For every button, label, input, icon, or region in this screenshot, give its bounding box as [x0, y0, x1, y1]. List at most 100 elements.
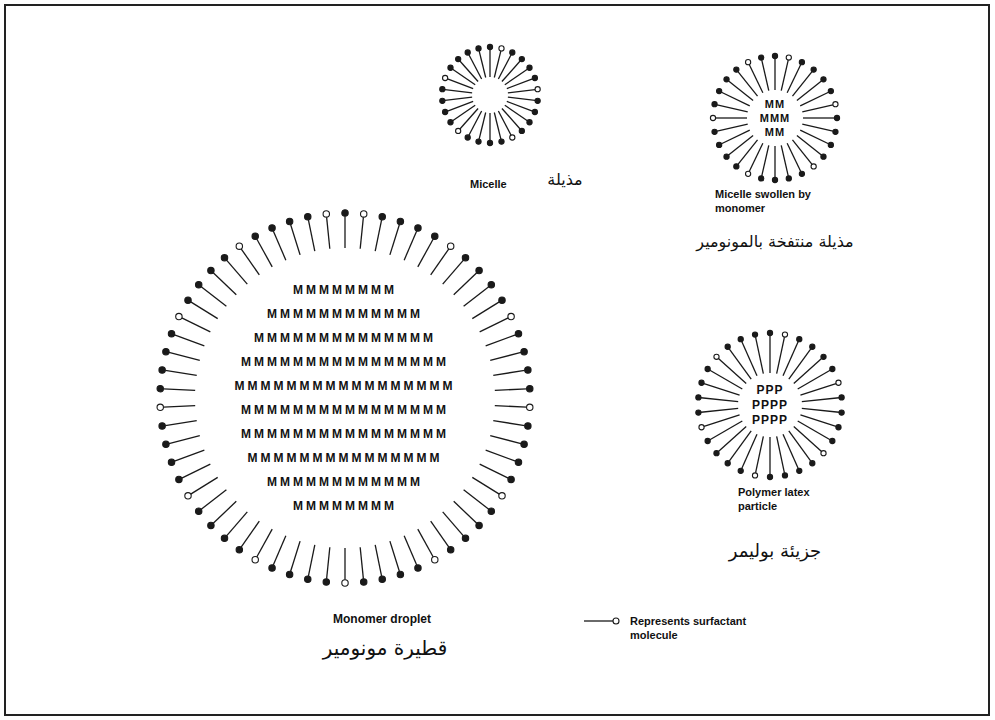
- surfactant-head: [839, 395, 844, 400]
- surfactant-tail: [191, 302, 218, 319]
- surfactant-tail: [213, 273, 236, 295]
- surfactant-head: [157, 404, 163, 410]
- monomer-letters: MMMMMMMM MMMMMMMMMMMM MMMMMMMMMMMMMM MMM…: [235, 278, 456, 518]
- surfactant-tail: [201, 287, 226, 306]
- surfactant-head: [752, 332, 757, 337]
- legend-sample: [580, 612, 624, 632]
- surfactant-head: [696, 395, 701, 400]
- surfactant-head: [535, 98, 540, 103]
- surfactant-head: [532, 75, 537, 80]
- surfactant-tail: [738, 140, 758, 165]
- surfactant-tail: [710, 421, 742, 440]
- surfactant-tail: [227, 512, 248, 536]
- surfactant-tail: [443, 260, 464, 284]
- surfactant-tail: [505, 105, 528, 121]
- surfactant-tail: [493, 421, 524, 426]
- surfactant-tail: [360, 217, 363, 249]
- surfactant-head: [527, 120, 532, 125]
- surfactant-head: [821, 354, 826, 359]
- surfactant-tail: [507, 79, 533, 89]
- surfactant-tail: [472, 477, 499, 494]
- surfactant-head: [185, 297, 191, 303]
- surfactant-head: [488, 282, 494, 288]
- surfactant-tail: [165, 421, 196, 426]
- surfactant-tail: [327, 217, 330, 249]
- surfactant-head: [447, 547, 453, 553]
- surfactant-head: [811, 164, 816, 169]
- surfactant-tail: [390, 225, 400, 255]
- surfactant-head: [448, 65, 453, 70]
- surfactant-tail: [445, 97, 472, 100]
- surfactant-tail: [803, 117, 834, 118]
- legend-row: Represents surfactant molecule: [580, 612, 780, 644]
- surfactant-head: [696, 410, 701, 415]
- surfactant-tail: [787, 143, 801, 171]
- surfactant-head: [836, 380, 841, 385]
- surfactant-tail: [479, 51, 486, 78]
- surfactant-head: [208, 267, 214, 273]
- surfactant-head: [448, 120, 453, 125]
- surfactant-head: [745, 60, 750, 65]
- surfactant-tail: [762, 145, 769, 176]
- surfactant-head: [705, 366, 710, 371]
- surfactant-head: [269, 565, 275, 571]
- surfactant-tail: [308, 545, 314, 576]
- surfactant-tail: [794, 359, 822, 384]
- surfactant-head: [786, 55, 791, 60]
- surfactant-head: [286, 218, 292, 224]
- surfactant-tail: [291, 225, 301, 255]
- surfactant-tail: [308, 220, 314, 251]
- surfactant-head: [521, 348, 527, 354]
- surfactant-head: [734, 67, 739, 72]
- surfactant-head: [738, 337, 743, 342]
- arabic-label: جزيئة بوليمر: [729, 540, 821, 563]
- surfactant-head: [476, 267, 482, 273]
- surfactant-tail: [169, 436, 200, 444]
- surfactant-head: [440, 98, 445, 103]
- surfactant-tail: [175, 450, 205, 461]
- surfactant-tail: [794, 426, 822, 451]
- surfactant-tail: [800, 384, 836, 396]
- surfactant-tail: [404, 536, 417, 565]
- surfactant-tail: [486, 335, 516, 346]
- surfactant-tail: [327, 547, 330, 579]
- surfactant-head: [499, 297, 505, 303]
- surfactant-head: [323, 211, 329, 217]
- surfactant-tail: [802, 105, 833, 112]
- surfactant-head: [821, 77, 826, 82]
- surfactant-head: [305, 576, 311, 582]
- surfactant-head: [342, 210, 348, 216]
- surfactant-head: [487, 140, 492, 145]
- surfactant-tail: [774, 146, 775, 177]
- surfactant-head: [415, 565, 421, 571]
- surfactant-tail: [273, 536, 286, 565]
- surfactant-tail: [493, 370, 524, 375]
- border: [5, 5, 989, 715]
- surfactant-tail: [701, 398, 738, 402]
- surfactant-head: [828, 142, 833, 147]
- surfactant-head: [705, 438, 710, 443]
- surfactant-head: [379, 576, 385, 582]
- surfactant-head: [432, 233, 438, 239]
- surfactant-head: [515, 459, 521, 465]
- surfactant-head: [699, 425, 704, 430]
- surfactant-head: [476, 46, 481, 51]
- surfactant-head: [221, 535, 227, 541]
- surfactant-head: [724, 77, 729, 82]
- surfactant-head: [168, 331, 174, 337]
- surfactant-head: [782, 332, 787, 337]
- surfactant-head: [717, 142, 722, 147]
- surfactant-head: [725, 461, 730, 466]
- particle: MMMMMMMM MMMMMMMMMMMM MMMMMMMMMMMMMM MMM…: [154, 207, 536, 589]
- surfactant-tail: [729, 431, 751, 461]
- surfactant-head: [269, 225, 275, 231]
- surfactant-tail: [729, 81, 754, 101]
- surfactant-tail: [479, 112, 486, 139]
- surfactant-tail: [418, 239, 433, 267]
- surfactant-tail: [464, 490, 489, 509]
- surfactant-tail: [464, 287, 489, 306]
- surfactant-head: [782, 473, 787, 478]
- surfactant-head: [361, 211, 367, 217]
- surfactant-tail: [789, 431, 811, 461]
- surfactant-head: [488, 508, 494, 514]
